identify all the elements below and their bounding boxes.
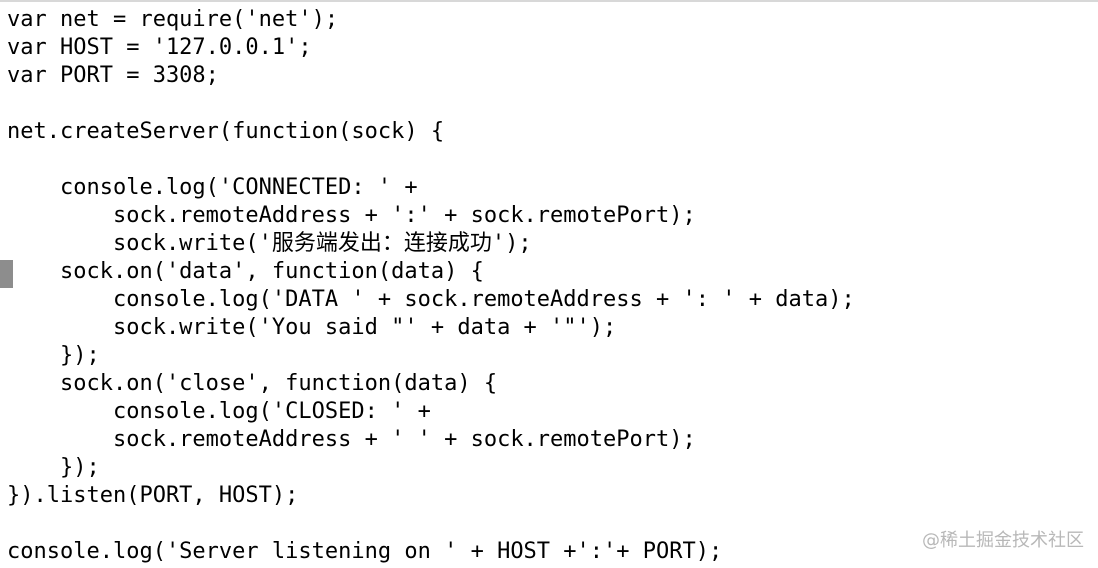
code-line: var net = require('net'); <box>7 7 339 32</box>
code-line: sock.on('close', function(data) { <box>7 371 498 396</box>
code-line: console.log('CLOSED: ' + <box>7 399 431 424</box>
code-editor[interactable]: var net = require('net'); var HOST = '12… <box>7 6 1092 566</box>
window-top-border <box>0 0 1098 2</box>
code-line: }); <box>7 455 100 480</box>
code-line: }).listen(PORT, HOST); <box>7 483 299 508</box>
code-line: sock.remoteAddress + ':' + sock.remotePo… <box>7 203 696 228</box>
code-line <box>7 146 1092 174</box>
code-line: console.log('Server listening on ' + HOS… <box>7 539 723 564</box>
code-line: sock.remoteAddress + ' ' + sock.remotePo… <box>7 427 696 452</box>
code-line: sock.write('You said "' + data + '"'); <box>7 315 617 340</box>
watermark: @稀土掘金技术社区 <box>922 530 1084 551</box>
text-cursor <box>0 260 13 288</box>
code-line: var PORT = 3308; <box>7 63 219 88</box>
code-line: net.createServer(function(sock) { <box>7 119 445 144</box>
code-line: sock.write('服务端发出：连接成功'); <box>7 231 532 256</box>
code-line <box>7 90 1092 118</box>
code-line: sock.on('data', function(data) { <box>7 259 484 284</box>
code-line: console.log('CONNECTED: ' + <box>7 175 418 200</box>
code-line: var HOST = '127.0.0.1'; <box>7 35 312 60</box>
code-line: }); <box>7 343 100 368</box>
code-line: console.log('DATA ' + sock.remoteAddress… <box>7 287 855 312</box>
